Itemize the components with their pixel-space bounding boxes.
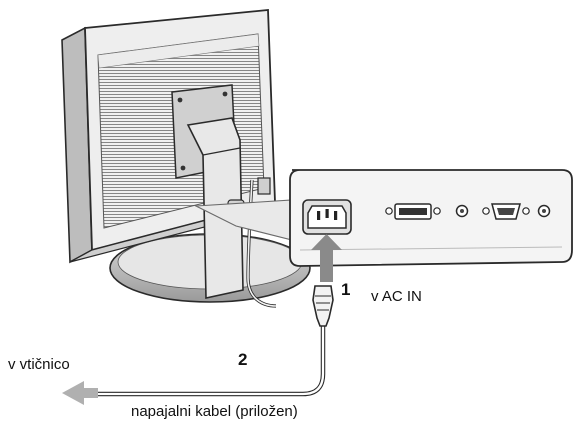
outlet-label: v vtičnico xyxy=(8,356,70,373)
outlet-arrow xyxy=(62,381,98,405)
ac-in-label: v AC IN xyxy=(371,288,422,305)
insert-arrow xyxy=(311,234,342,282)
vga-port xyxy=(482,203,551,220)
cable-label: napajalni kabel (priložen) xyxy=(131,403,298,420)
dvi-port xyxy=(385,203,469,220)
step-2-number: 2 xyxy=(238,350,248,369)
connector-panel xyxy=(289,169,573,267)
monitor xyxy=(61,9,311,308)
power-plug xyxy=(312,285,334,327)
power-cable xyxy=(94,325,326,397)
ac-in-socket xyxy=(302,199,352,235)
step-1-number: 1 xyxy=(341,280,351,299)
